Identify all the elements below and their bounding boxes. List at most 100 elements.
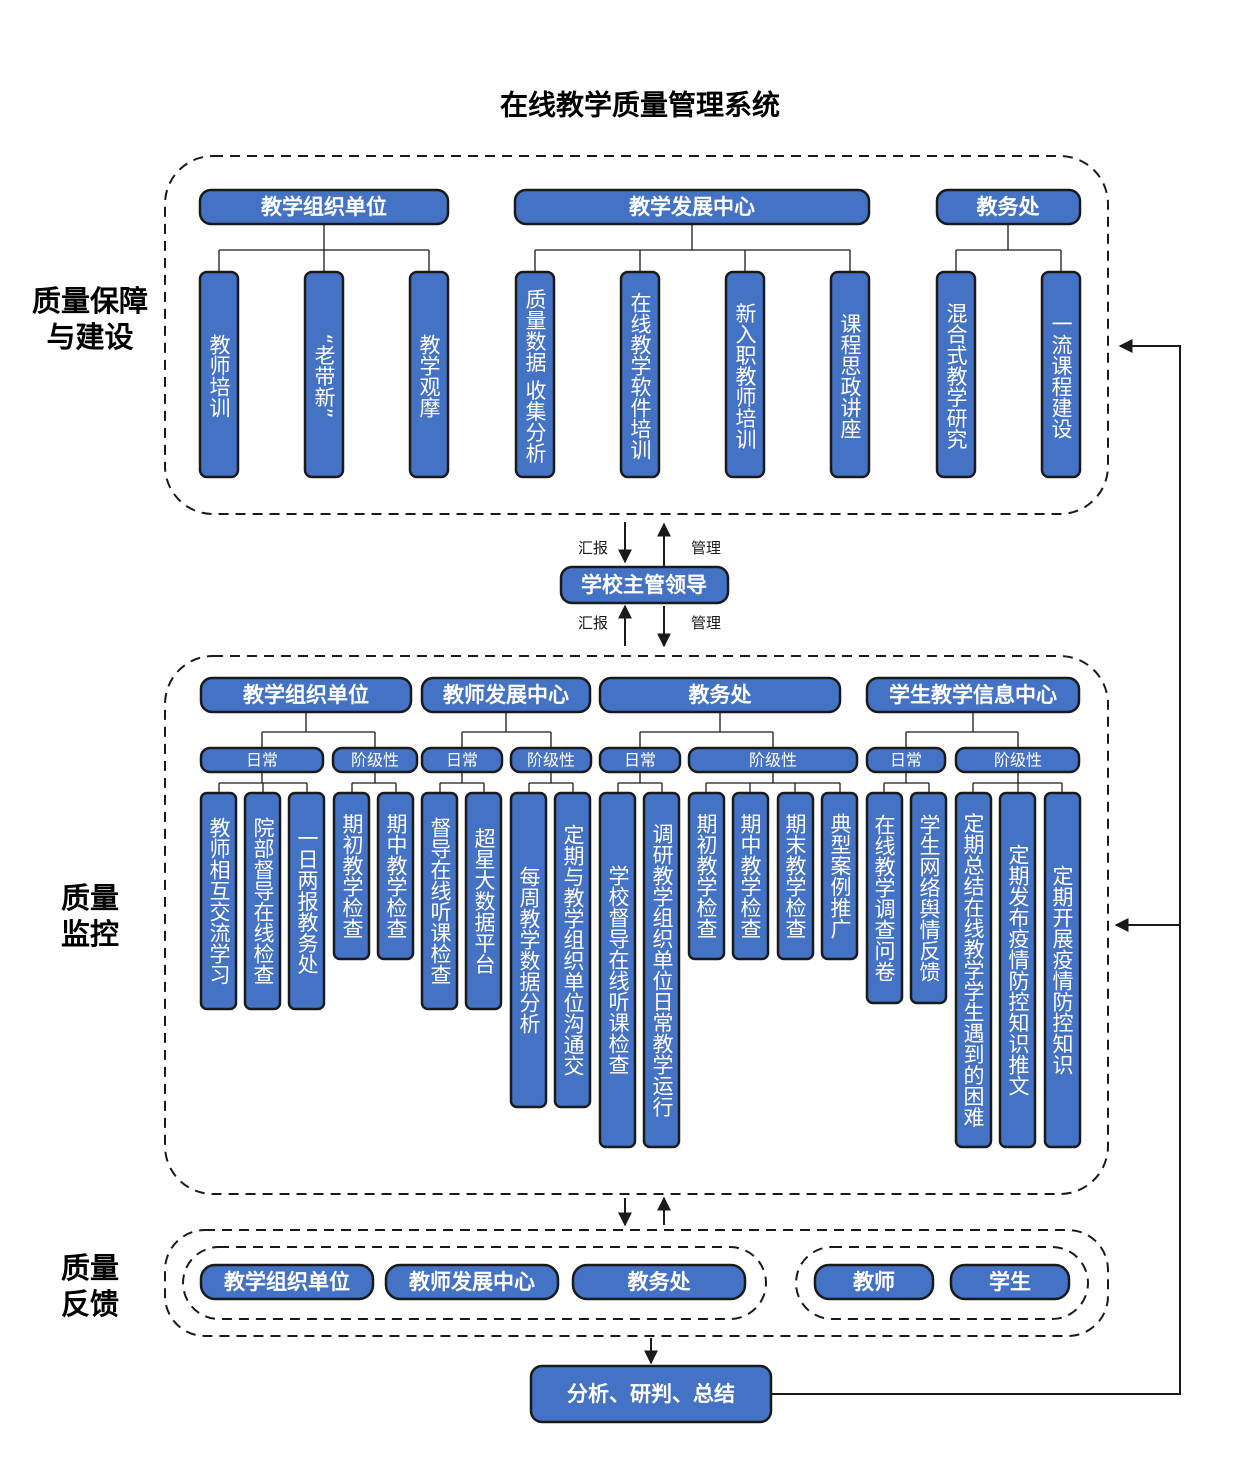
report-label-bottom: 汇报 bbox=[578, 614, 608, 632]
group-header-label: 教务处 bbox=[689, 683, 752, 707]
feedback-box bbox=[199, 1263, 375, 1301]
group-header-label: 教学组织单位 bbox=[261, 195, 387, 219]
section-label-guarantee: 质量保障 与建设 bbox=[32, 284, 148, 354]
group-header bbox=[598, 676, 842, 714]
item-label: 期初教学检查 bbox=[340, 813, 364, 939]
item-label: 定期总结在线教学学生遇到的困难 bbox=[961, 813, 985, 1128]
item-label: 定期与教学组织单位沟通交 bbox=[561, 824, 585, 1076]
stage-tag bbox=[509, 746, 593, 774]
feedback-container bbox=[164, 1229, 1109, 1337]
item-label: 院部督导在线检查 bbox=[251, 817, 275, 985]
item-box bbox=[820, 791, 859, 961]
stage-label: 阶级性 bbox=[351, 751, 399, 770]
daily-tag bbox=[865, 746, 947, 774]
connector bbox=[639, 712, 774, 748]
connector bbox=[528, 772, 574, 793]
monitor-group-teacher-dev: 教师发展中心 日常 督导在线听课检查 超星大数据平台 阶级性 每周教学数据分析 … bbox=[420, 676, 593, 1109]
monitor-label-line1: 质量 bbox=[61, 881, 119, 915]
daily-label: 日常 bbox=[624, 751, 656, 770]
connector bbox=[955, 224, 1062, 272]
item-box bbox=[509, 791, 548, 1109]
daily-tag bbox=[199, 746, 325, 774]
connector bbox=[883, 772, 930, 793]
leader-block: 汇报 管理 学校主管领导 汇报 管理 bbox=[559, 522, 730, 648]
item-box bbox=[464, 791, 503, 1011]
item-box bbox=[332, 791, 371, 961]
item-label: 学校督导在线听课检查 bbox=[606, 865, 630, 1075]
daily-tag bbox=[420, 746, 504, 774]
stage-tag bbox=[331, 746, 419, 774]
guarantee-group-dev: 教学发展中心 质量数据 收集分析 在线教学软件培训 新入职教师培训 课程思政讲座 bbox=[513, 188, 871, 479]
stage-label: 阶级性 bbox=[994, 751, 1042, 770]
item-label: 教学观摩 bbox=[417, 334, 441, 419]
summary-block: 分析、研判、总结 bbox=[529, 1364, 773, 1424]
connector bbox=[617, 772, 663, 793]
item-box bbox=[724, 270, 766, 479]
guarantee-label-line1: 质量保障 bbox=[32, 284, 148, 318]
connector bbox=[534, 224, 851, 272]
group-header bbox=[198, 188, 450, 226]
daily-tag bbox=[598, 746, 682, 774]
item-label: 一日两报教务处 bbox=[295, 828, 319, 975]
item-box bbox=[287, 791, 326, 1011]
feedback-box bbox=[813, 1263, 935, 1301]
item-box bbox=[865, 791, 904, 1005]
guarantee-label-line2: 与建设 bbox=[46, 320, 133, 354]
manage-label-bottom: 管理 bbox=[691, 614, 721, 632]
group-header bbox=[513, 188, 871, 226]
group-header bbox=[199, 676, 413, 714]
stage-tag bbox=[954, 746, 1081, 774]
feedback-label-line1: 质量 bbox=[61, 1251, 119, 1285]
stage-tag bbox=[687, 746, 859, 774]
daily-label: 日常 bbox=[446, 751, 478, 770]
connector bbox=[905, 712, 1019, 748]
monitor-group-student-info: 学生教学信息中心 日常 在线教学调查问卷 学生网络舆情反馈 阶级性 定期总结在线… bbox=[865, 676, 1082, 1149]
item-box bbox=[553, 791, 592, 1109]
monitor-label-line2: 监控 bbox=[61, 917, 119, 951]
item-box bbox=[998, 791, 1037, 1149]
group-header-label: 教学组织单位 bbox=[243, 683, 369, 707]
connector bbox=[439, 772, 485, 793]
feedback-right: 教师 学生 bbox=[813, 1263, 1071, 1301]
connector bbox=[461, 712, 552, 748]
feedback-label: 教师 bbox=[853, 1270, 895, 1294]
item-label: 课程思政讲座 bbox=[838, 313, 862, 439]
item-box bbox=[954, 791, 993, 1149]
connector bbox=[218, 224, 430, 272]
item-box bbox=[909, 791, 948, 1005]
item-box bbox=[776, 791, 815, 961]
manage-label-top: 管理 bbox=[691, 539, 721, 557]
feedback-label: 学生 bbox=[989, 1270, 1031, 1294]
item-box bbox=[619, 270, 661, 479]
guarantee-group-org: 教学组织单位 教师培训 “老带新” 教学观摩 bbox=[198, 188, 450, 479]
item-label: 学生网络舆情反馈 bbox=[917, 814, 941, 982]
item-label: “老带新” bbox=[312, 334, 336, 419]
item-label: 期初教学检查 bbox=[694, 813, 718, 939]
item-label: 每周教学数据分析 bbox=[517, 866, 541, 1034]
feedback-label: 教师发展中心 bbox=[409, 1270, 535, 1294]
item-label: 质量数据 收集分析 bbox=[523, 289, 547, 464]
item-box bbox=[829, 270, 871, 479]
item-box bbox=[1040, 270, 1082, 479]
monitor-group-academic: 教务处 日常 学校督导在线听课检查 调研教学组织单位日常教学运行 阶级性 期初教… bbox=[598, 676, 859, 1149]
stage-label: 阶级性 bbox=[527, 751, 575, 770]
group-header bbox=[865, 676, 1081, 714]
item-box bbox=[376, 791, 415, 961]
item-box bbox=[198, 270, 240, 479]
stage-label: 阶级性 bbox=[749, 751, 797, 770]
connector bbox=[705, 772, 841, 793]
guarantee-group-academic: 教务处 混合式教学研究 一流课程建设 bbox=[935, 188, 1082, 479]
diagram-title: 在线教学质量管理系统 bbox=[500, 89, 780, 122]
item-label: 在线教学软件培训 bbox=[628, 292, 652, 460]
item-box bbox=[408, 270, 450, 479]
daily-label: 日常 bbox=[890, 751, 922, 770]
leader-label: 学校主管领导 bbox=[581, 573, 707, 597]
connector bbox=[351, 772, 397, 793]
item-box bbox=[199, 791, 238, 1011]
item-label: 混合式教学研究 bbox=[944, 303, 968, 450]
item-label: 教师培训 bbox=[207, 334, 231, 418]
item-box bbox=[420, 791, 459, 1011]
loop-to-guarantee-arrow bbox=[771, 339, 1181, 1395]
item-box bbox=[935, 270, 977, 479]
